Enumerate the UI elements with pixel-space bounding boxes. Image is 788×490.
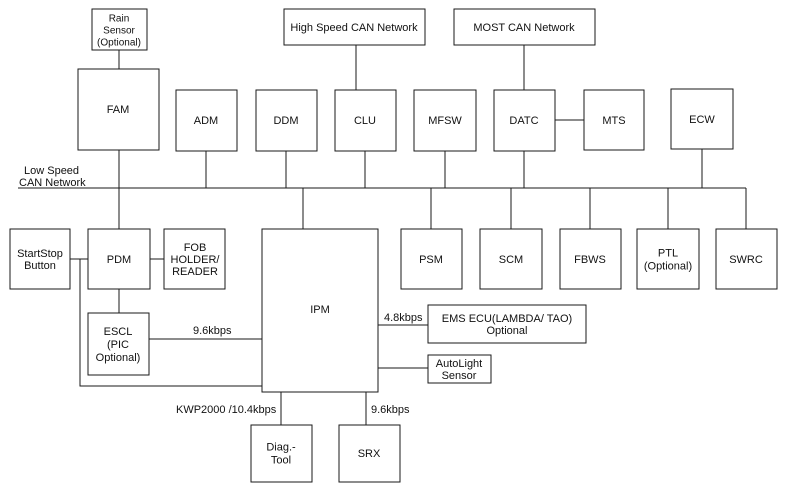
datc-box (493, 89, 556, 152)
swrc-box (715, 228, 778, 290)
psm-box (400, 228, 463, 290)
srx-rate-label: 9.6kbps (371, 404, 410, 416)
scm-label: SCM (499, 254, 523, 266)
mfsw-box (413, 89, 477, 152)
srx-label: SRX (358, 448, 381, 460)
ecw-label: ECW (689, 114, 715, 126)
connection-lines (18, 45, 747, 425)
ptl-label: PTL(Optional) (644, 248, 692, 273)
mts-label: MTS (602, 115, 625, 127)
most-can-label: MOST CAN Network (473, 22, 575, 34)
module-boxes (9, 8, 778, 483)
fam-box (77, 68, 160, 151)
ems-box (427, 304, 587, 344)
ems-rate-label: 4.8kbps (384, 312, 423, 324)
datc-label: DATC (509, 115, 538, 127)
clu-box (334, 89, 397, 152)
mfsw-label: MFSW (428, 115, 462, 127)
clu-label: CLU (354, 115, 376, 127)
escl-rate-label: 9.6kbps (193, 325, 232, 337)
adm-box (175, 89, 238, 152)
startstop-box (9, 228, 71, 290)
ipm-label: IPM (310, 304, 330, 316)
pdm-box (87, 228, 151, 290)
adm-label: ADM (194, 115, 218, 127)
srx-box (338, 424, 401, 483)
wire-pdm-ipm (79, 259, 262, 387)
diag-label: Diag.-Tool (266, 442, 296, 467)
bus-label: Low Speed CAN Network (19, 165, 86, 189)
most-can-box (453, 8, 596, 46)
hs-can-label: High Speed CAN Network (290, 22, 418, 34)
fbws-label: FBWS (574, 254, 606, 266)
fbws-box (559, 228, 622, 290)
fam-label: FAM (107, 104, 130, 116)
mts-box (583, 89, 645, 151)
kwp-rate-label: KWP2000 /10.4kbps (176, 404, 277, 416)
rain-sensor-box (91, 8, 148, 51)
ipm-box (261, 228, 379, 393)
pdm-label: PDM (107, 254, 131, 266)
ems-label: EMS ECU(LAMBDA/ TAO)Optional (442, 313, 572, 337)
psm-label: PSM (419, 254, 443, 266)
ptl-box (636, 228, 700, 290)
hs-can-box (283, 8, 426, 46)
ecw-box (670, 88, 734, 150)
fob-box (163, 228, 226, 290)
autolight-box (427, 354, 492, 384)
diag-box (250, 424, 313, 483)
scm-box (479, 228, 543, 290)
escl-box (87, 312, 150, 376)
ddm-box (255, 89, 318, 152)
connection-labels: Low Speed CAN Network 9.6kbps 4.8kbps KW… (19, 165, 423, 416)
swrc-label: SWRC (729, 254, 763, 266)
ddm-label: DDM (273, 115, 298, 127)
